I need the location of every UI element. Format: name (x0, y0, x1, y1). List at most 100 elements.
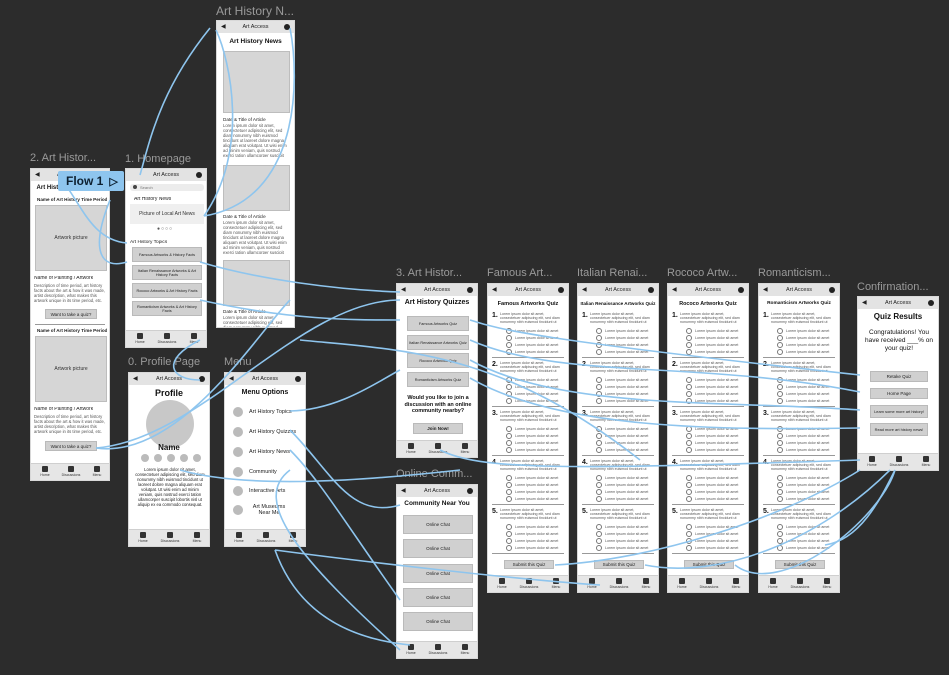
back-icon[interactable]: ◀ (133, 376, 138, 382)
nav-discussions[interactable]: Discussions (254, 532, 278, 543)
answer-option[interactable]: Lorem ipsum dolor sit amet (777, 545, 829, 551)
nav-home[interactable]: Home (227, 532, 251, 543)
online-chat-button[interactable]: Online Chat (403, 612, 473, 631)
nav-menu[interactable]: Menu (815, 578, 839, 589)
nav-menu[interactable]: Menu (85, 466, 109, 477)
online-frame[interactable]: ◀Art Access Community Near You Online Ch… (396, 484, 478, 659)
carousel-dots[interactable]: ●○○○ (157, 226, 174, 232)
answer-option[interactable]: Lorem ipsum dolor sit amet (777, 335, 829, 341)
answer-option[interactable]: Lorem ipsum dolor sit amet (686, 447, 738, 453)
take-quiz-button[interactable]: Want to take a quiz? (45, 309, 97, 319)
answer-option[interactable]: Lorem ipsum dolor sit amet (686, 384, 738, 390)
nav-menu[interactable]: Menu (544, 578, 568, 589)
profile-frame[interactable]: ◀Art Access Profile Name Lorem ipsum dol… (128, 372, 210, 547)
nav-menu[interactable]: Menu (185, 532, 209, 543)
online-chat-button[interactable]: Online Chat (403, 564, 473, 583)
nav-home[interactable]: Home (761, 578, 785, 589)
submit-quiz-button[interactable]: Submit this Quiz (504, 560, 554, 569)
local-news-picture[interactable]: Picture of Local Art News (130, 204, 204, 224)
back-icon[interactable]: ◀ (763, 287, 768, 293)
menu-item-quizzes[interactable]: Art History Quizzes (233, 427, 301, 437)
topic-italian[interactable]: Italian Renaissance Artworks & Art Histo… (132, 265, 202, 280)
profile-icon[interactable] (196, 172, 202, 178)
answer-option[interactable]: Lorem ipsum dolor sit amet (777, 447, 829, 453)
back-icon[interactable]: ◀ (401, 287, 406, 293)
answer-option[interactable]: Lorem ipsum dolor sit amet (686, 328, 738, 334)
frame-label-profile[interactable]: 0. Profile Page (128, 356, 201, 368)
answer-option[interactable]: Lorem ipsum dolor sit amet (596, 328, 648, 334)
answer-option[interactable]: Lorem ipsum dolor sit amet (596, 440, 648, 446)
profile-icon[interactable] (738, 287, 744, 293)
profile-icon[interactable] (648, 287, 654, 293)
back-icon[interactable]: ◀ (582, 287, 587, 293)
quiz-italian[interactable]: Italian Renaissance Artworks Quiz (407, 335, 469, 350)
profile-icon[interactable] (467, 488, 473, 494)
answer-option[interactable]: Lorem ipsum dolor sit amet (506, 377, 558, 383)
answer-option[interactable]: Lorem ipsum dolor sit amet (506, 349, 558, 355)
answer-option[interactable]: Lorem ipsum dolor sit amet (506, 538, 558, 544)
topic-famous[interactable]: Famous Artworks & History Facts (132, 247, 202, 262)
answer-option[interactable]: Lorem ipsum dolor sit amet (777, 384, 829, 390)
answer-option[interactable]: Lorem ipsum dolor sit amet (596, 475, 648, 481)
nav-home[interactable]: Home (670, 578, 694, 589)
answer-option[interactable]: Lorem ipsum dolor sit amet (596, 433, 648, 439)
frame-label-menu[interactable]: Menu (224, 356, 252, 368)
answer-option[interactable]: Lorem ipsum dolor sit amet (777, 398, 829, 404)
nav-home[interactable]: Home (490, 578, 514, 589)
quiz-romanticism[interactable]: Romanticism Artworks Quiz (407, 372, 469, 387)
news-frame[interactable]: ◀Art Access Art History News Date & Titl… (216, 20, 295, 328)
answer-option[interactable]: Lorem ipsum dolor sit amet (686, 342, 738, 348)
nav-menu[interactable]: Menu (453, 644, 477, 655)
back-icon[interactable]: ◀ (672, 287, 677, 293)
nav-home[interactable]: Home (131, 532, 155, 543)
take-quiz-button[interactable]: Want to take a quiz? (45, 441, 97, 451)
answer-option[interactable]: Lorem ipsum dolor sit amet (777, 433, 829, 439)
quiz-frame-italian[interactable]: ◀Art Access Italian Renaissance Artworks… (577, 283, 659, 593)
answer-option[interactable]: Lorem ipsum dolor sit amet (506, 391, 558, 397)
answer-option[interactable]: Lorem ipsum dolor sit amet (777, 328, 829, 334)
answer-option[interactable]: Lorem ipsum dolor sit amet (596, 524, 648, 530)
period-frame[interactable]: ◀Art Access Art History Time Period Name… (30, 168, 110, 481)
home-frame[interactable]: Art Access Search Art History News Pictu… (125, 168, 207, 348)
topic-rococo[interactable]: Rococo Artworks & Art History Facts (132, 283, 202, 298)
submit-quiz-button[interactable]: Submit this Quiz (594, 560, 644, 569)
search-bar[interactable]: Search (130, 184, 204, 191)
answer-option[interactable]: Lorem ipsum dolor sit amet (777, 524, 829, 530)
answer-option[interactable]: Lorem ipsum dolor sit amet (596, 482, 648, 488)
answer-option[interactable]: Lorem ipsum dolor sit amet (686, 377, 738, 383)
answer-option[interactable]: Lorem ipsum dolor sit amet (596, 489, 648, 495)
answer-option[interactable]: Lorem ipsum dolor sit amet (506, 335, 558, 341)
answer-option[interactable]: Lorem ipsum dolor sit amet (686, 475, 738, 481)
answer-option[interactable]: Lorem ipsum dolor sit amet (506, 482, 558, 488)
nav-discussions[interactable]: Discussions (426, 644, 450, 655)
answer-option[interactable]: Lorem ipsum dolor sit amet (596, 531, 648, 537)
frame-label-confirm[interactable]: Confirmation... (857, 281, 929, 293)
frame-label-italian[interactable]: Italian Renai... (577, 267, 648, 279)
back-icon[interactable]: ◀ (221, 24, 226, 30)
nav-discussions[interactable]: Discussions (426, 443, 450, 454)
answer-option[interactable]: Lorem ipsum dolor sit amet (686, 538, 738, 544)
answer-option[interactable]: Lorem ipsum dolor sit amet (686, 489, 738, 495)
profile-icon[interactable] (829, 287, 835, 293)
answer-option[interactable]: Lorem ipsum dolor sit amet (506, 524, 558, 530)
nav-discussions[interactable]: Discussions (788, 578, 812, 589)
answer-option[interactable]: Lorem ipsum dolor sit amet (506, 342, 558, 348)
answer-option[interactable]: Lorem ipsum dolor sit amet (686, 545, 738, 551)
results-frame[interactable]: ◀Art Access Quiz Results Congratulations… (857, 296, 939, 471)
quiz-rococo[interactable]: Rococo Artworks Quiz (407, 353, 469, 368)
frame-label-romanticism[interactable]: Romanticism... (758, 267, 831, 279)
nav-discussions[interactable]: Discussions (607, 578, 631, 589)
retake-quiz-button[interactable]: Retake Quiz (870, 371, 928, 382)
answer-option[interactable]: Lorem ipsum dolor sit amet (777, 496, 829, 502)
answer-option[interactable]: Lorem ipsum dolor sit amet (596, 349, 648, 355)
answer-option[interactable]: Lorem ipsum dolor sit amet (506, 475, 558, 481)
nav-discussions[interactable]: Discussions (887, 456, 911, 467)
answer-option[interactable]: Lorem ipsum dolor sit amet (596, 384, 648, 390)
answer-option[interactable]: Lorem ipsum dolor sit amet (777, 482, 829, 488)
answer-option[interactable]: Lorem ipsum dolor sit amet (686, 426, 738, 432)
quiz-frame-rococo[interactable]: ◀Art Access Rococo Artworks Quiz 1.Lorem… (667, 283, 749, 593)
submit-quiz-button[interactable]: Submit this Quiz (775, 560, 825, 569)
answer-option[interactable]: Lorem ipsum dolor sit amet (506, 440, 558, 446)
profile-icon[interactable] (928, 300, 934, 306)
nav-discussions[interactable]: Discussions (697, 578, 721, 589)
